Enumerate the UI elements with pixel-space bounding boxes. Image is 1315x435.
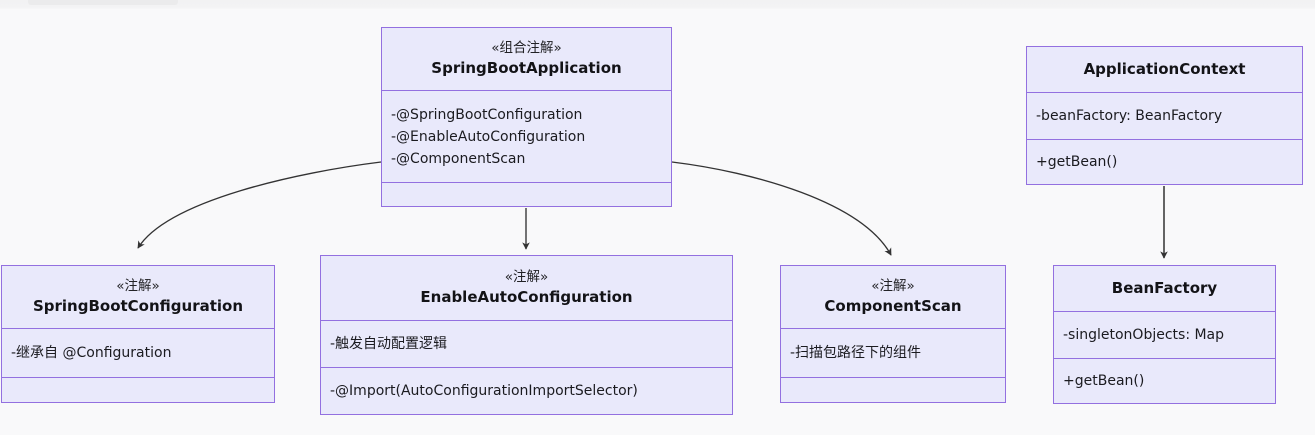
class-node-application-context[interactable]: ApplicationContext -beanFactory: BeanFac… xyxy=(1026,46,1303,185)
class-attribute: -继承自 @Configuration xyxy=(11,345,172,361)
class-stereotype: «组合注解» xyxy=(491,40,562,56)
edge-sba-to-componentscan xyxy=(671,161,892,256)
window-top-band xyxy=(0,0,1315,9)
window-top-band-shade xyxy=(28,0,178,5)
class-attributes-enable-auto-configuration: -触发自动配置逻辑 xyxy=(321,320,732,367)
class-attributes-bean-factory: -singletonObjects: Map xyxy=(1054,311,1275,358)
class-attribute: -触发自动配置逻辑 xyxy=(330,336,448,352)
class-attributes-application-context: -beanFactory: BeanFactory xyxy=(1027,92,1302,139)
class-attributes-component-scan: -扫描包路径下的组件 xyxy=(781,328,1005,377)
class-method: +getBean() xyxy=(1063,373,1145,389)
class-name: SpringBootApplication xyxy=(431,59,622,77)
class-attribute: -@SpringBootConfiguration xyxy=(391,106,583,123)
class-name: BeanFactory xyxy=(1111,279,1218,297)
class-name: EnableAutoConfiguration xyxy=(420,288,633,306)
class-header-spring-boot-application: «组合注解» SpringBootApplication xyxy=(382,28,671,90)
class-header-spring-boot-configuration: «注解» SpringBootConfiguration xyxy=(2,266,274,328)
class-node-enable-auto-configuration[interactable]: «注解» EnableAutoConfiguration -触发自动配置逻辑 -… xyxy=(320,255,733,415)
class-name: ApplicationContext xyxy=(1083,60,1246,78)
class-stereotype: «注解» xyxy=(871,278,915,294)
class-method: +getBean() xyxy=(1036,154,1118,170)
class-node-spring-boot-configuration[interactable]: «注解» SpringBootConfiguration -继承自 @Confi… xyxy=(1,265,275,403)
class-attributes-spring-boot-application: -@SpringBootConfiguration -@EnableAutoCo… xyxy=(382,90,671,182)
edge-sba-to-springbootconfiguration xyxy=(137,161,382,249)
class-header-enable-auto-configuration: «注解» EnableAutoConfiguration xyxy=(321,256,732,320)
class-stereotype: «注解» xyxy=(504,269,549,285)
class-attribute: -singletonObjects: Map xyxy=(1063,327,1225,343)
class-header-bean-factory: BeanFactory xyxy=(1054,266,1275,311)
class-methods-spring-boot-configuration xyxy=(2,377,274,402)
class-attribute: -@EnableAutoConfiguration xyxy=(391,128,586,145)
class-node-component-scan[interactable]: «注解» ComponentScan -扫描包路径下的组件 xyxy=(780,265,1006,403)
class-method: -@Import(AutoConfigurationImportSelector… xyxy=(330,383,638,399)
class-methods-bean-factory: +getBean() xyxy=(1054,358,1275,403)
class-methods-enable-auto-configuration: -@Import(AutoConfigurationImportSelector… xyxy=(321,367,732,414)
class-attribute: -扫描包路径下的组件 xyxy=(790,345,922,361)
class-node-spring-boot-application[interactable]: «组合注解» SpringBootApplication -@SpringBoo… xyxy=(381,27,672,207)
class-methods-spring-boot-application xyxy=(382,182,671,206)
class-header-component-scan: «注解» ComponentScan xyxy=(781,266,1005,328)
class-methods-application-context: +getBean() xyxy=(1027,139,1302,184)
class-attribute: -beanFactory: BeanFactory xyxy=(1036,108,1223,124)
class-attributes-spring-boot-configuration: -继承自 @Configuration xyxy=(2,328,274,377)
class-attribute: -@ComponentScan xyxy=(391,150,526,167)
class-header-application-context: ApplicationContext xyxy=(1027,47,1302,92)
class-stereotype: «注解» xyxy=(116,278,160,294)
class-methods-component-scan xyxy=(781,377,1005,402)
class-node-bean-factory[interactable]: BeanFactory -singletonObjects: Map +getB… xyxy=(1053,265,1276,404)
class-name: SpringBootConfiguration xyxy=(32,297,244,315)
class-name: ComponentScan xyxy=(824,297,962,315)
